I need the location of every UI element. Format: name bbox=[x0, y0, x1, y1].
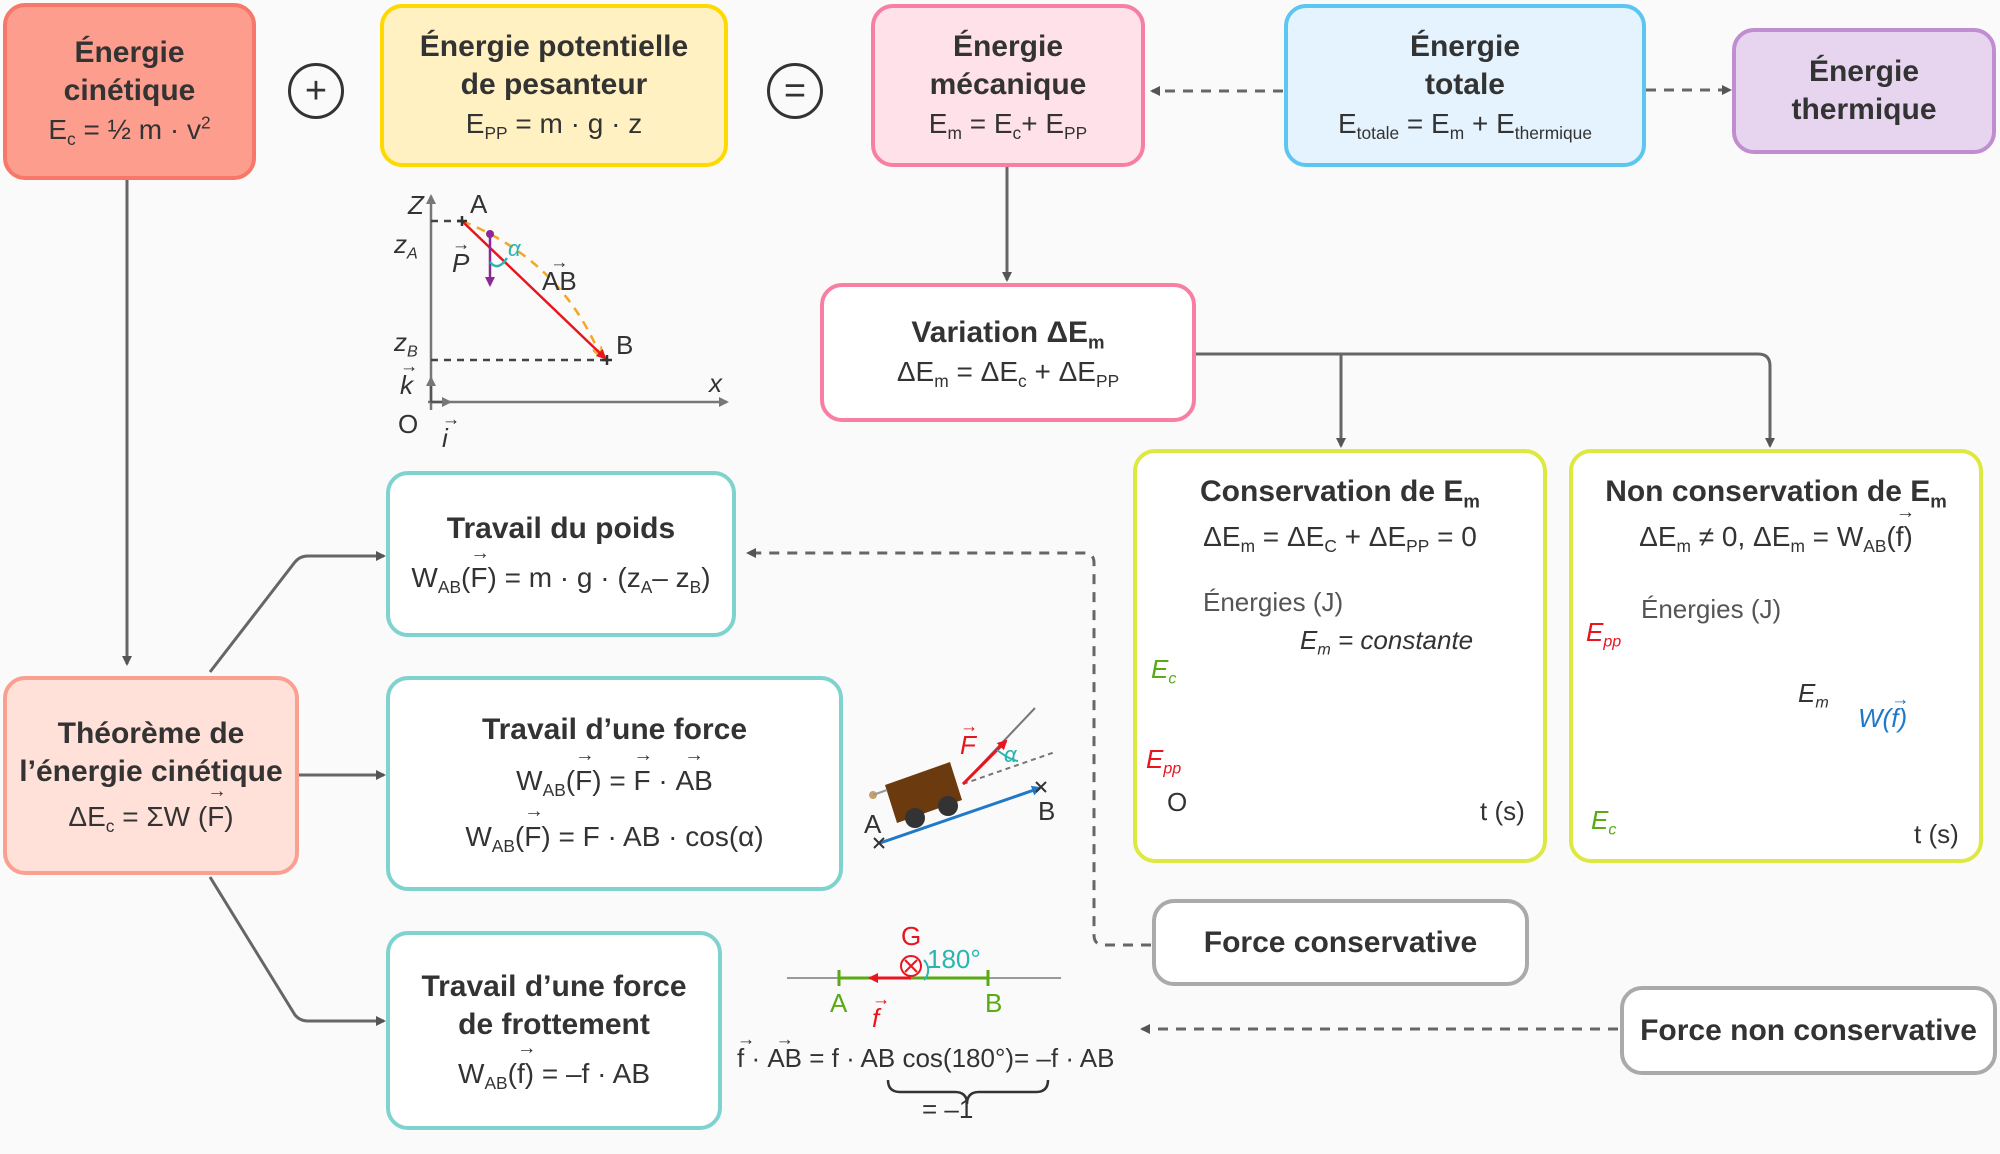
kinetic-energy-title: Énergie cinétique bbox=[63, 35, 196, 107]
work-force-box: Travail d’une force WAB(F) = F · AB WAB(… bbox=[386, 676, 843, 891]
non-conservative-force-label: Force non conservative bbox=[1640, 1013, 1977, 1047]
em-constant-label: Em = constante bbox=[1300, 625, 1474, 659]
g-label: G bbox=[901, 921, 922, 951]
time-axis-label: t (s) bbox=[1914, 819, 1959, 849]
conservative-force-box: Force conservative bbox=[1152, 899, 1529, 986]
work-weight-box: Travail du poids WAB(F) = m · g · (zA– z… bbox=[386, 471, 736, 637]
thermal-energy-box: Énergie thermique bbox=[1732, 28, 1996, 154]
k-vector-label: k bbox=[400, 357, 413, 400]
force-label: F bbox=[960, 717, 976, 760]
connector-variation-nonconservation bbox=[1196, 352, 1775, 448]
equals-icon: = bbox=[767, 63, 823, 119]
point-a-label: A bbox=[830, 988, 848, 1018]
work-weight-title: Travail du poids bbox=[446, 512, 676, 545]
thermal-energy-title: Énergie thermique bbox=[1791, 55, 1937, 126]
work-force-formula-1: WAB(F) = F · AB bbox=[516, 746, 713, 801]
i-vector-label: i bbox=[442, 410, 448, 453]
variation-formula: ΔEm = ΔEc + ΔEPP bbox=[896, 355, 1120, 391]
kinetic-energy-box: Énergie cinétique Ec = ½ m · v2 bbox=[3, 3, 256, 180]
non-conservation-formula: ΔEm ≠ 0, ΔEm = WAB(f) bbox=[1639, 503, 1913, 557]
point-a-label: A bbox=[470, 189, 488, 219]
total-energy-title: Énergie totale bbox=[1409, 29, 1521, 101]
conservative-force-label: Force conservative bbox=[1203, 925, 1478, 959]
origin-label: O bbox=[1167, 787, 1188, 817]
point-b-label: B bbox=[985, 988, 1003, 1018]
work-friction-box: Travail d’une force de frottement WAB(f)… bbox=[386, 931, 722, 1130]
ec-label: Ec bbox=[1151, 654, 1177, 688]
conservation-formula: ΔEm = ΔEC + ΔEPP = 0 bbox=[1203, 521, 1477, 557]
variation-box: Variation ΔEm ΔEm = ΔEc + ΔEPP bbox=[820, 283, 1196, 422]
non-conservation-y-axis-label: Énergies (J) bbox=[1641, 594, 1782, 624]
total-energy-box: Énergie totale Etotale = Em + Ethermique bbox=[1284, 4, 1646, 167]
work-weight-formula: WAB(F) = m · g · (zA– zB) bbox=[411, 544, 710, 598]
work-friction-title: Travail d’une force de frottement bbox=[421, 969, 687, 1041]
conservation-box: Conservation de Em ΔEm = ΔEC + ΔEPP = 0 bbox=[1133, 449, 1547, 863]
potential-energy-box: Énergie potentielle de pesanteur EPP = m… bbox=[380, 4, 728, 167]
brace-value: = –1 bbox=[922, 1094, 974, 1124]
total-energy-formula: Etotale = Em + Ethermique bbox=[1337, 107, 1592, 143]
ec-label: Ec bbox=[1591, 805, 1617, 839]
mechanical-energy-title: Énergie mécanique bbox=[929, 29, 1087, 101]
point-a-label: A bbox=[864, 809, 882, 839]
angle-label: 180° bbox=[927, 944, 981, 974]
zb-label: zB bbox=[394, 327, 418, 361]
theorem-box: Théorème de l’énergie cinétique ΔEc = ΣW… bbox=[3, 676, 299, 875]
kinetic-energy-formula: Ec = ½ m · v2 bbox=[48, 112, 211, 149]
incline-diagram bbox=[869, 707, 1056, 849]
brace bbox=[886, 1079, 1050, 1105]
za-label: zA bbox=[394, 229, 418, 263]
non-conservation-box: Non conservation de Em ΔEm ≠ 0, ΔEm = WA… bbox=[1569, 449, 1983, 863]
non-conservation-title: Non conservation de Em bbox=[1605, 475, 1947, 512]
angle-label: α bbox=[508, 236, 521, 261]
theorem-title: Théorème de l’énergie cinétique bbox=[19, 716, 283, 788]
friction-diagram bbox=[787, 955, 1061, 1105]
displacement-label: AB bbox=[542, 253, 577, 296]
origin-label: O bbox=[398, 409, 419, 439]
potential-energy-formula: EPP = m · g · z bbox=[465, 107, 643, 143]
conservation-y-axis-label: Énergies (J) bbox=[1203, 587, 1344, 617]
connector-theorem-friction bbox=[208, 876, 386, 1026]
work-force-title: Travail d’une force bbox=[481, 712, 748, 746]
epp-label: Epp bbox=[1586, 617, 1622, 651]
em-label: Em bbox=[1798, 678, 1829, 712]
plus-icon: + bbox=[288, 63, 344, 119]
mechanical-energy-formula: Em = Ec+ EPP bbox=[928, 107, 1088, 143]
conservation-title: Conservation de Em bbox=[1200, 475, 1480, 512]
work-label: W(f) bbox=[1858, 690, 1907, 733]
z-axis-label: Z bbox=[408, 190, 424, 220]
point-b-label: B bbox=[616, 330, 634, 360]
angle-label: α bbox=[1004, 742, 1017, 767]
variation-title: Variation ΔEm bbox=[911, 315, 1105, 352]
friction-force-label: f bbox=[872, 990, 879, 1033]
point-b-label: B bbox=[1038, 796, 1056, 826]
epp-label: Epp bbox=[1146, 744, 1182, 778]
time-axis-label: t (s) bbox=[1480, 796, 1525, 826]
non-conservative-force-box: Force non conservative bbox=[1620, 986, 1997, 1075]
friction-dot-product-formula: f · AB = f · AB cos(180°)= –f · AB bbox=[737, 1030, 1114, 1073]
work-friction-formula: WAB(f) = –f · AB bbox=[458, 1039, 650, 1094]
connector-theorem-weight bbox=[208, 551, 386, 673]
mechanical-energy-box: Énergie mécanique Em = Ec+ EPP bbox=[871, 4, 1145, 167]
work-force-formula-2: WAB(F) = F · AB · cos(α) bbox=[465, 802, 763, 857]
weight-vector-label: P bbox=[452, 235, 470, 278]
potential-energy-title: Énergie potentielle de pesanteur bbox=[419, 29, 689, 101]
x-axis-label: x bbox=[709, 368, 722, 398]
theorem-formula: ΔEc = ΣW (F) bbox=[68, 782, 233, 837]
potential-diagram bbox=[426, 194, 729, 410]
